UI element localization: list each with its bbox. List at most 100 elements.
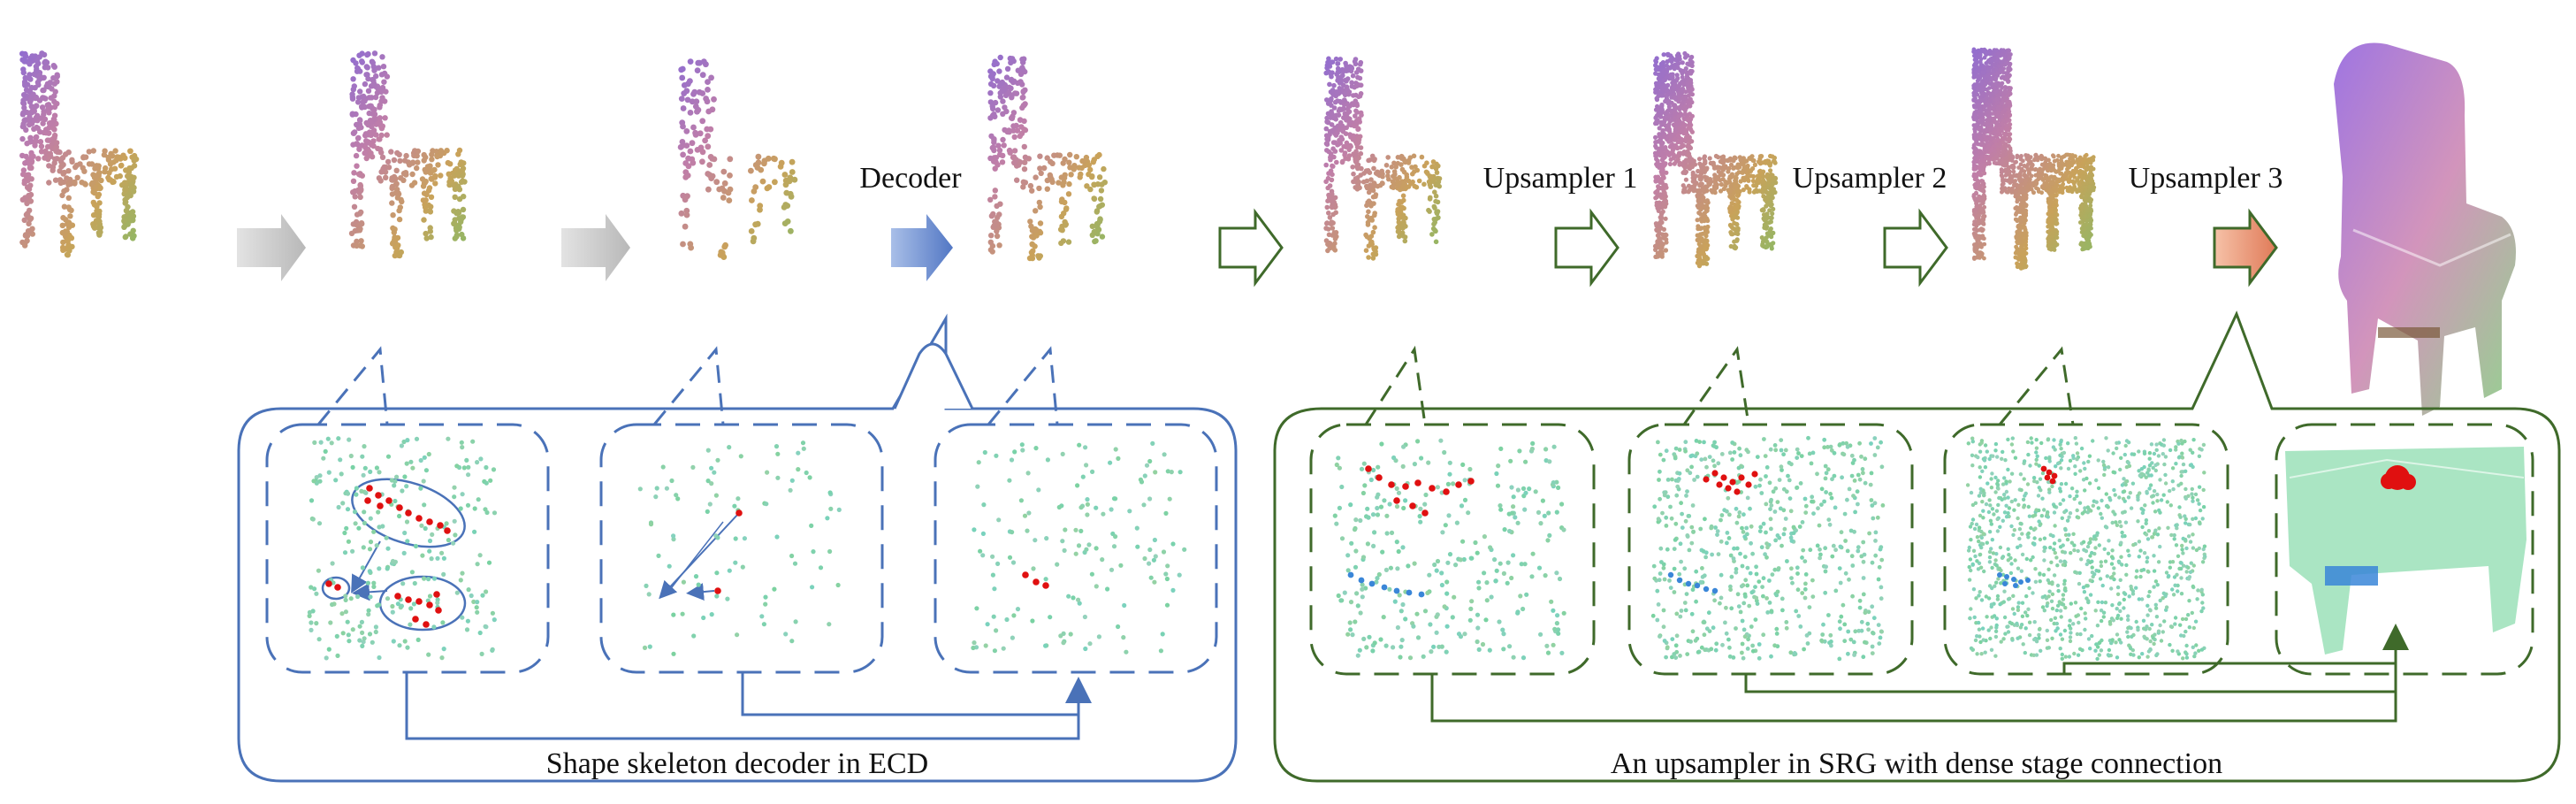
point	[1768, 168, 1773, 173]
point	[1412, 183, 1417, 189]
point	[692, 103, 699, 110]
point	[1395, 225, 1400, 231]
point	[1681, 159, 1687, 165]
point	[1330, 195, 1336, 201]
point	[699, 158, 705, 165]
point	[682, 223, 689, 230]
point	[1705, 256, 1711, 261]
point	[1020, 184, 1026, 190]
point	[1654, 119, 1659, 125]
point	[1354, 187, 1360, 192]
point	[1397, 198, 1402, 204]
point	[994, 228, 1000, 234]
point	[414, 165, 420, 172]
point	[40, 95, 46, 101]
point	[1764, 158, 1770, 164]
point	[694, 147, 701, 153]
point	[1684, 127, 1689, 133]
point	[1000, 136, 1006, 143]
point	[1685, 100, 1690, 105]
point	[1338, 123, 1345, 128]
point	[1366, 198, 1372, 203]
point	[64, 187, 70, 193]
point	[379, 85, 385, 91]
point	[1013, 90, 1020, 96]
chair-point-cloud-row	[19, 47, 2097, 271]
point	[1731, 190, 1736, 195]
point	[27, 215, 34, 221]
point	[1982, 164, 1986, 169]
point	[1334, 159, 1339, 165]
point	[781, 172, 789, 178]
point	[1661, 174, 1666, 180]
point	[1761, 186, 1766, 191]
point	[1673, 154, 1678, 159]
point	[1701, 187, 1706, 192]
point	[1017, 117, 1024, 123]
point	[987, 99, 995, 105]
point	[1324, 136, 1330, 142]
point	[1056, 180, 1062, 186]
point	[1728, 162, 1734, 167]
point	[772, 179, 778, 186]
point	[389, 241, 396, 247]
point	[1740, 170, 1745, 175]
point	[987, 115, 994, 121]
point	[47, 150, 53, 157]
point	[1011, 148, 1018, 154]
point	[1660, 150, 1665, 156]
point	[363, 140, 370, 146]
point	[2007, 56, 2012, 60]
point	[364, 65, 370, 71]
chair-point-cloud-1	[19, 50, 140, 258]
point	[1716, 169, 1721, 174]
point	[1044, 155, 1050, 161]
point	[420, 183, 427, 189]
point	[1091, 195, 1097, 202]
point	[1065, 239, 1072, 245]
point	[1330, 226, 1336, 231]
point	[31, 108, 37, 114]
point	[428, 194, 435, 200]
point	[1000, 111, 1006, 117]
point	[370, 64, 377, 70]
point	[50, 75, 57, 81]
point	[1373, 194, 1378, 199]
point	[1696, 199, 1701, 204]
point	[1664, 75, 1669, 80]
point	[444, 148, 450, 154]
point	[1971, 75, 1977, 80]
point	[996, 147, 1003, 154]
point	[368, 150, 374, 157]
point	[389, 177, 395, 183]
point	[362, 98, 368, 104]
point	[1981, 188, 1986, 194]
point	[1665, 100, 1671, 105]
point	[116, 154, 122, 160]
point	[357, 118, 363, 124]
point	[689, 140, 696, 147]
point	[1428, 184, 1434, 189]
point	[1073, 154, 1080, 160]
point	[707, 154, 714, 160]
point	[988, 133, 995, 140]
point	[108, 150, 114, 157]
point	[129, 209, 136, 215]
point	[422, 204, 429, 211]
point	[1009, 56, 1016, 62]
point	[1004, 65, 1011, 73]
point	[362, 131, 370, 137]
point	[46, 180, 52, 186]
point	[352, 129, 358, 135]
point	[987, 196, 994, 203]
point	[1035, 253, 1041, 259]
point	[1014, 127, 1021, 134]
point	[1326, 56, 1331, 62]
point	[94, 203, 100, 210]
point	[991, 223, 997, 229]
point	[697, 130, 704, 137]
point	[61, 169, 67, 176]
point	[426, 207, 433, 214]
point	[683, 211, 690, 218]
point	[2009, 158, 2015, 164]
